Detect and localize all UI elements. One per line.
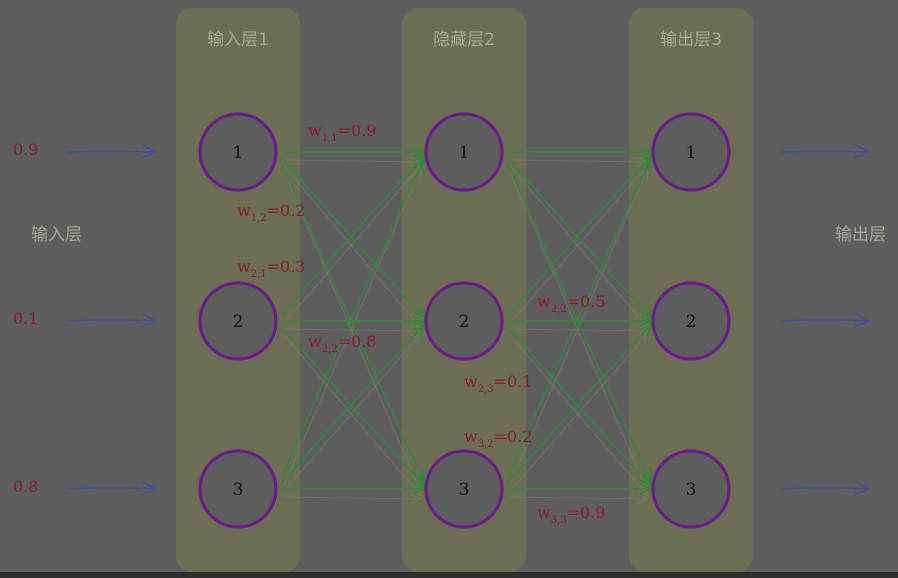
layer-title-2: 隐藏层2 — [433, 30, 495, 50]
weight-label-6: w2,3=0.1 — [464, 372, 532, 395]
edge-1-3-1 — [281, 160, 424, 478]
output-arrow-2 — [780, 320, 868, 321]
faint-edge-1-3-2 — [283, 335, 420, 492]
edge-2-1-3 — [507, 163, 651, 481]
weight-label-2: w1,2=0.2 — [237, 201, 305, 224]
faint-edge-2-1-1 — [509, 160, 647, 162]
layer-title-3: 输出层3 — [660, 30, 722, 50]
node-label-3-3: 3 — [686, 480, 697, 500]
node-circle-3-1 — [651, 112, 731, 192]
node-label-1-1: 1 — [233, 143, 244, 163]
faint-edge-2-1-3 — [509, 171, 647, 491]
edge-1-2-1 — [281, 156, 424, 316]
node-label-2-1: 1 — [459, 143, 470, 163]
faint-edge-1-1-1 — [283, 160, 420, 162]
layer-title-1: 输入层1 — [207, 30, 269, 50]
node-label-2-3: 3 — [459, 480, 470, 500]
faint-edge-2-2-1 — [509, 166, 647, 324]
edge-2-1-2 — [507, 157, 651, 317]
output-side-label: 输出层 — [835, 225, 886, 245]
node-circle-1-1 — [198, 112, 278, 192]
node-label-2-2: 2 — [459, 312, 470, 332]
weight-label-1: w1,1=0.9 — [308, 121, 376, 144]
faint-edge-2-1-2 — [509, 165, 647, 327]
output-arrow-3 — [780, 488, 868, 489]
weight-label-5: w2,2=0.5 — [537, 292, 605, 315]
output-arrow-1 — [780, 151, 868, 152]
weight-label-7: w3,2=0.2 — [464, 427, 532, 450]
faint-edge-1-2-1 — [283, 166, 420, 324]
weight-label-3: w2,1=0.3 — [237, 257, 305, 280]
input-arrow-1 — [67, 151, 155, 152]
faint-edge-1-1-3 — [283, 171, 420, 491]
node-label-3-1: 1 — [686, 143, 697, 163]
node-circle-2-3 — [424, 449, 504, 529]
edge-2-2-3 — [507, 326, 651, 485]
faint-edge-1-3-1 — [283, 170, 420, 486]
faint-edge-2-3-2 — [509, 335, 647, 492]
faint-edge-1-1-2 — [283, 165, 420, 327]
node-label-1-3: 3 — [233, 480, 244, 500]
input-side-label: 输入层 — [31, 225, 82, 245]
faint-edge-1-2-3 — [283, 334, 420, 495]
edge-1-3-2 — [281, 325, 424, 484]
faint-edge-2-2-3 — [509, 334, 647, 495]
edge-2-3-1 — [507, 160, 651, 478]
faint-edge-2-3-3 — [509, 497, 647, 499]
edge-1-1-3 — [281, 163, 424, 481]
input-value-3: 0.8 — [13, 477, 38, 496]
node-circle-2-2 — [424, 281, 504, 361]
weight-label-8: w3,3=0.9 — [537, 503, 605, 526]
node-label-1-2: 2 — [233, 312, 244, 332]
faint-edge-1-2-2 — [283, 329, 420, 331]
weight-label-4: w2,2=0.8 — [308, 332, 376, 355]
input-arrow-2 — [67, 320, 155, 321]
bottom-bar — [0, 572, 898, 578]
edge-1-1-2 — [281, 157, 424, 317]
node-label-3-2: 2 — [686, 312, 697, 332]
node-circle-3-2 — [651, 281, 731, 361]
input-value-2: 0.1 — [13, 309, 38, 328]
edge-1-2-3 — [281, 326, 424, 485]
edge-2-2-1 — [507, 156, 651, 316]
faint-edge-2-3-1 — [509, 170, 647, 486]
node-circle-3-3 — [651, 449, 731, 529]
node-circle-2-1 — [424, 112, 504, 192]
edge-2-3-2 — [507, 325, 651, 484]
input-value-1: 0.9 — [13, 140, 38, 159]
node-circle-1-3 — [198, 449, 278, 529]
input-arrow-3 — [67, 488, 155, 489]
faint-edge-2-2-2 — [509, 329, 647, 331]
faint-edge-1-3-3 — [283, 497, 420, 499]
node-circle-1-2 — [198, 281, 278, 361]
